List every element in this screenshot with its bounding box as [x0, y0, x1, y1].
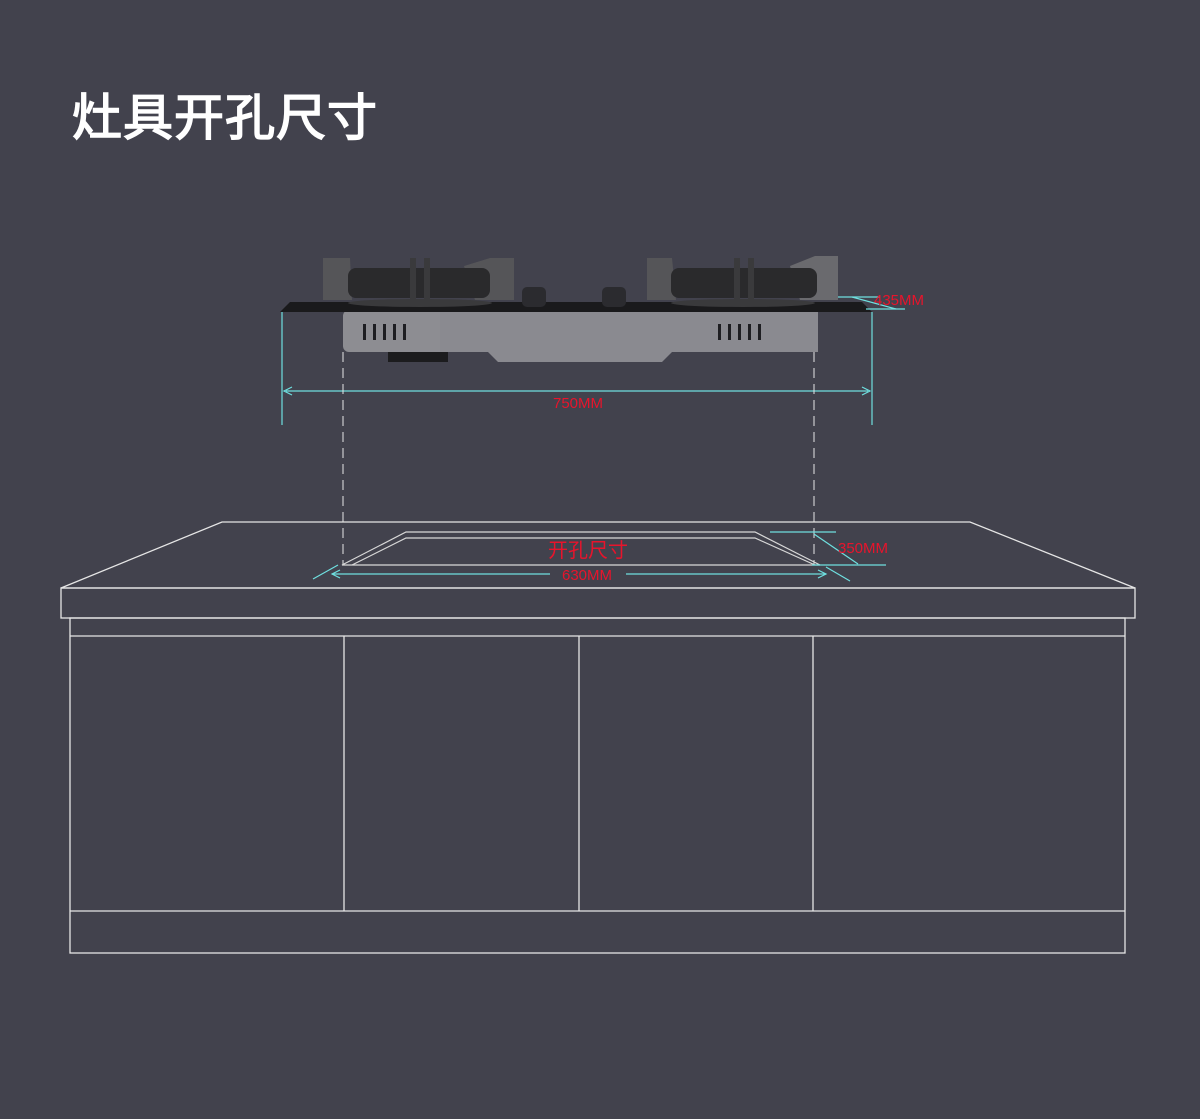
cutout-dimension-lines — [312, 531, 886, 582]
page-title: 灶具开孔尺寸 — [72, 89, 378, 147]
cutout-depth-350-label: 350MM — [838, 540, 888, 557]
depth-435-label: 435MM — [874, 292, 924, 309]
kitchen-cabinet-outline — [60, 521, 1136, 954]
width-750-label: 750MM — [553, 395, 603, 412]
cutout-hole — [341, 531, 821, 566]
gas-stove-illustration — [280, 256, 872, 362]
cutout-label: 开孔尺寸 — [548, 538, 628, 562]
cutout-width-630-label: 630MM — [562, 567, 612, 584]
alignment-dashed-lines — [342, 352, 815, 565]
stove-dimension-lines — [281, 296, 905, 425]
